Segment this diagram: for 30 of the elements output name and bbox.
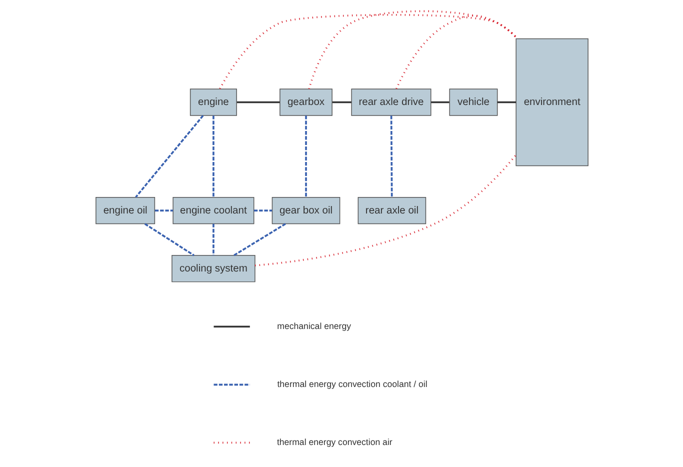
connector — [144, 223, 194, 256]
node-box: vehicle — [448, 88, 498, 116]
connector — [253, 210, 272, 212]
node-box: engine coolant — [172, 196, 254, 224]
legend-label: thermal energy convection air — [276, 436, 392, 447]
connector — [395, 14, 518, 90]
node-box: gearbox — [279, 88, 332, 116]
node-box: cooling system — [171, 255, 255, 282]
connector — [154, 210, 172, 212]
connector — [332, 101, 351, 104]
legend-label: thermal energy convection coolant / oil — [276, 378, 427, 389]
node-box: engine — [189, 88, 236, 116]
legend-label: mechanical energy — [276, 320, 351, 331]
connector — [254, 154, 516, 266]
node-box: environment — [515, 38, 588, 166]
connector — [496, 101, 516, 104]
connector — [218, 14, 518, 90]
connector — [232, 223, 286, 256]
connector — [212, 116, 214, 198]
connector — [304, 116, 306, 198]
connector — [308, 10, 518, 90]
connector — [134, 115, 204, 198]
connector — [212, 224, 214, 256]
connector — [236, 101, 280, 104]
node-box: rear axle oil — [357, 196, 426, 224]
connector — [390, 116, 392, 198]
node-box: gear box oil — [271, 196, 340, 224]
node-box: rear axle drive — [350, 88, 431, 116]
node-box: engine oil — [95, 196, 155, 224]
connector — [430, 101, 449, 104]
